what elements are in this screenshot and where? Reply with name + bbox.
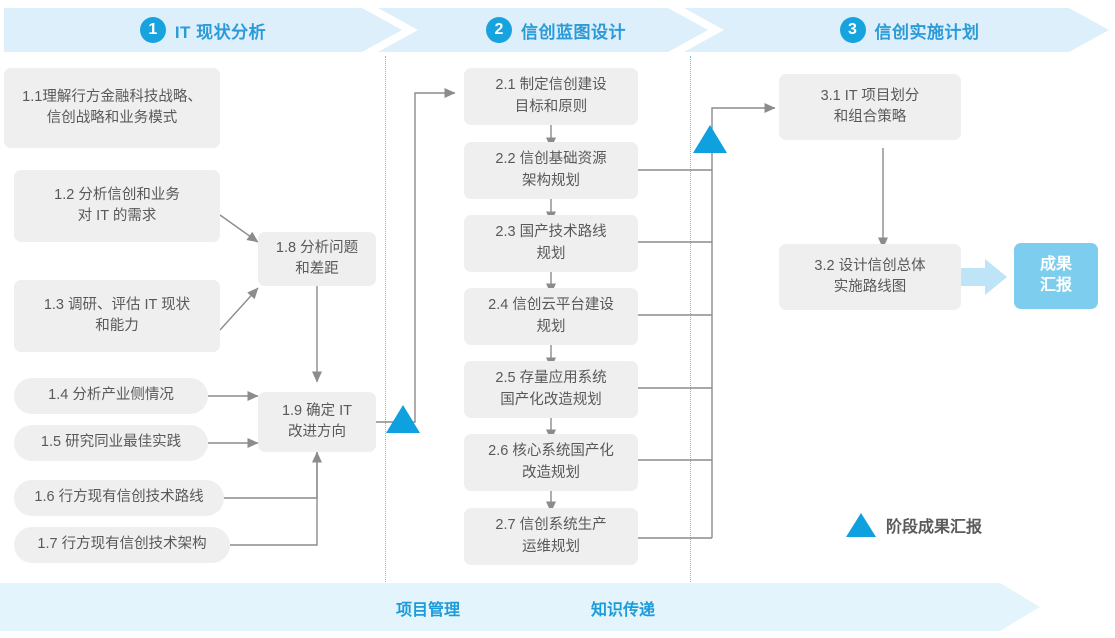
milestone-triangle-phase1 [386,405,420,433]
node-2-7[interactable]: 2.7 信创系统生产 运维规划 [464,508,638,565]
milestone-triangle-icon [846,513,876,537]
phase-title-1: IT 现状分析 [174,22,267,42]
node-result-report[interactable]: 成果 汇报 [1014,243,1098,309]
phase-banner-3: 3 信创实施计划 [684,8,1109,52]
node-1-5[interactable]: 1.5 研究同业最佳实践 [14,425,208,461]
bottom-label-knowledge-transfer: 知识传递 [591,602,656,619]
node-2-3[interactable]: 2.3 国产技术路线 规划 [464,215,638,272]
node-3-2[interactable]: 3.2 设计信创总体 实施路线图 [779,244,961,310]
phase-banner-1: 1 IT 现状分析 [4,8,402,52]
phase-number-1: 1 [139,17,166,43]
node-1-6[interactable]: 1.6 行方现有信创技术路线 [14,480,224,516]
phase-title-3: 信创实施计划 [874,22,980,42]
node-1-7[interactable]: 1.7 行方现有信创技术架构 [14,527,230,563]
result-arrow-icon [959,259,1007,295]
node-1-8[interactable]: 1.8 分析问题 和差距 [258,232,376,286]
node-1-4[interactable]: 1.4 分析产业侧情况 [14,378,208,414]
node-2-1[interactable]: 2.1 制定信创建设 目标和原则 [464,68,638,125]
node-1-2[interactable]: 1.2 分析信创和业务 对 IT 的需求 [14,170,220,242]
phase-number-3: 3 [839,17,866,43]
node-2-4[interactable]: 2.4 信创云平台建设 规划 [464,288,638,345]
bottom-label-project-management: 项目管理 [396,602,461,619]
phase-divider-1 [385,56,386,584]
node-2-5[interactable]: 2.5 存量应用系统 国产化改造规划 [464,361,638,418]
legend: 阶段成果汇报 [846,513,982,537]
legend-label: 阶段成果汇报 [886,519,983,536]
node-1-3[interactable]: 1.3 调研、评估 IT 现状 和能力 [14,280,220,352]
node-1-1[interactable]: 1.1理解行方金融科技战略、 信创战略和业务模式 [4,68,220,148]
phase-divider-2 [690,56,691,584]
phase-number-2: 2 [486,17,512,43]
node-1-9[interactable]: 1.9 确定 IT 改进方向 [258,392,376,452]
milestone-triangle-phase2 [693,125,727,153]
node-2-6[interactable]: 2.6 核心系统国产化 改造规划 [464,434,638,491]
phase-title-2: 信创蓝图设计 [521,22,626,42]
phase-banner-2: 2 信创蓝图设计 [378,8,708,52]
bottom-band [0,583,1040,631]
node-3-1[interactable]: 3.1 IT 项目划分 和组合策略 [779,74,961,140]
node-2-2[interactable]: 2.2 信创基础资源 架构规划 [464,142,638,199]
